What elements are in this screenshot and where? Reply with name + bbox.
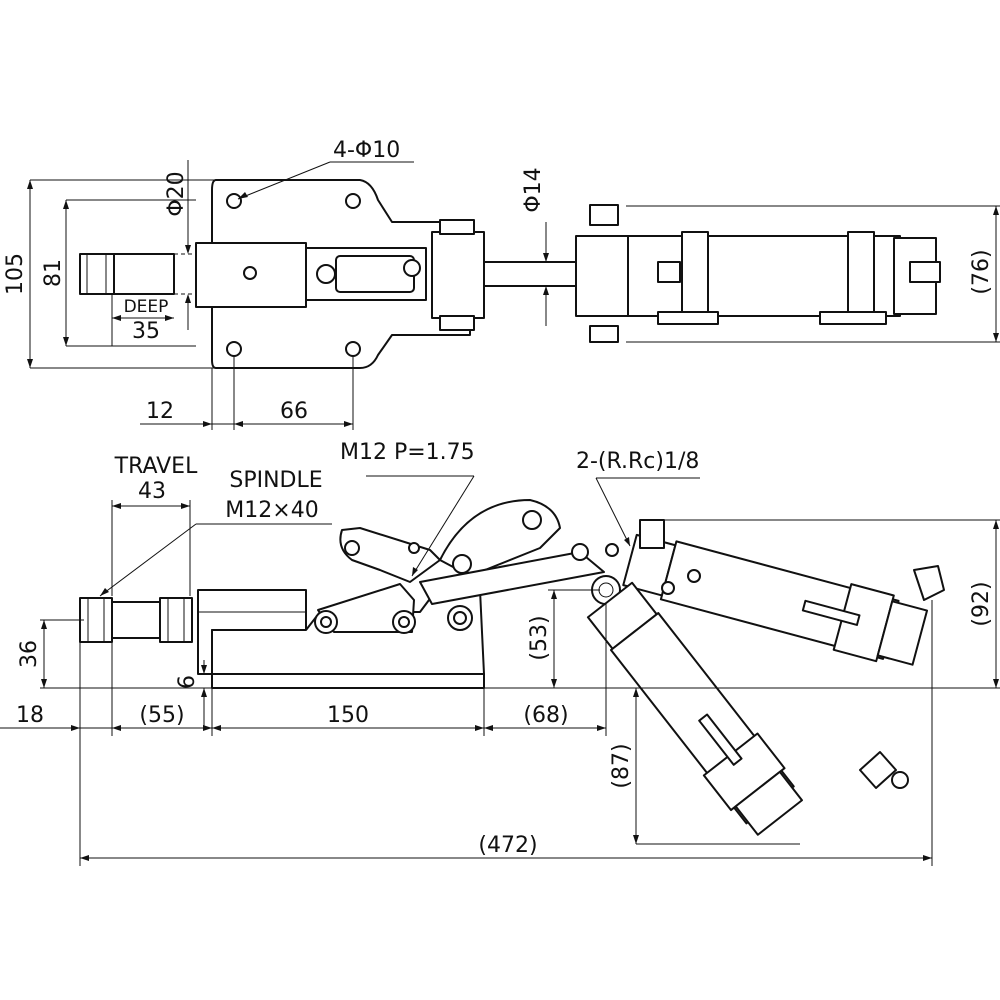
side-connecting-rod bbox=[419, 551, 605, 605]
dim-55-label: (55) bbox=[139, 703, 184, 728]
spindle-size-label: M12×40 bbox=[225, 498, 318, 523]
holes-label: 4-Φ10 bbox=[333, 138, 400, 163]
dim-12-label: 12 bbox=[146, 399, 174, 424]
dim-18-label: 18 bbox=[16, 703, 44, 728]
side-base-plate bbox=[211, 673, 485, 689]
travel-value: 43 bbox=[138, 479, 166, 504]
side-spindle bbox=[109, 601, 161, 639]
side-cylinder-lower bbox=[586, 581, 803, 836]
dim-36-label: 36 bbox=[17, 640, 42, 668]
top-view: 105 81 Φ20 DEEP 35 4-Φ10 Φ14 12 bbox=[3, 138, 1000, 430]
dim-phi20-label: Φ20 bbox=[164, 171, 189, 216]
top-spindle bbox=[111, 253, 175, 295]
mount-hole-icon bbox=[226, 193, 242, 209]
spindle-label: SPINDLE bbox=[229, 468, 322, 493]
dim-150-label: 150 bbox=[327, 703, 369, 728]
top-bracket bbox=[431, 231, 485, 319]
travel-label: TRAVEL bbox=[114, 454, 198, 479]
dim-6-label: 6 bbox=[175, 675, 200, 689]
thread-label: M12 P=1.75 bbox=[340, 440, 475, 465]
dim-phi14-label: Φ14 bbox=[521, 167, 546, 212]
dim-53-label: (53) bbox=[527, 615, 552, 660]
top-spindle-nut bbox=[79, 253, 115, 295]
dim-472-label: (472) bbox=[478, 833, 537, 858]
side-cylinder-upper bbox=[622, 533, 929, 666]
dim-76-label: (76) bbox=[969, 249, 994, 294]
dim-92-label: (92) bbox=[969, 581, 994, 626]
dim-105-label: 105 bbox=[3, 253, 28, 295]
dim-68-label: (68) bbox=[523, 703, 568, 728]
port-label: 2-(R.Rc)1/8 bbox=[576, 449, 699, 474]
deep-label: DEEP bbox=[124, 297, 169, 317]
dim-81-label: 81 bbox=[41, 259, 66, 287]
top-pivot-icon bbox=[243, 266, 257, 280]
top-sensor bbox=[819, 311, 887, 325]
dim-66-label: 66 bbox=[280, 399, 308, 424]
mount-hole-icon bbox=[226, 341, 242, 357]
mount-hole-icon bbox=[345, 193, 361, 209]
side-spindle-nut bbox=[79, 597, 113, 643]
top-piston-rod bbox=[483, 261, 577, 287]
top-sensor bbox=[657, 311, 719, 325]
side-view: TRAVEL 43 SPINDLE M12×40 M12 P=1.75 2-(R… bbox=[0, 440, 1000, 866]
top-cylinder-cap bbox=[575, 235, 629, 317]
dim-35-label: 35 bbox=[132, 319, 160, 344]
dim-87-label: (87) bbox=[609, 743, 634, 788]
mount-hole-icon bbox=[345, 341, 361, 357]
